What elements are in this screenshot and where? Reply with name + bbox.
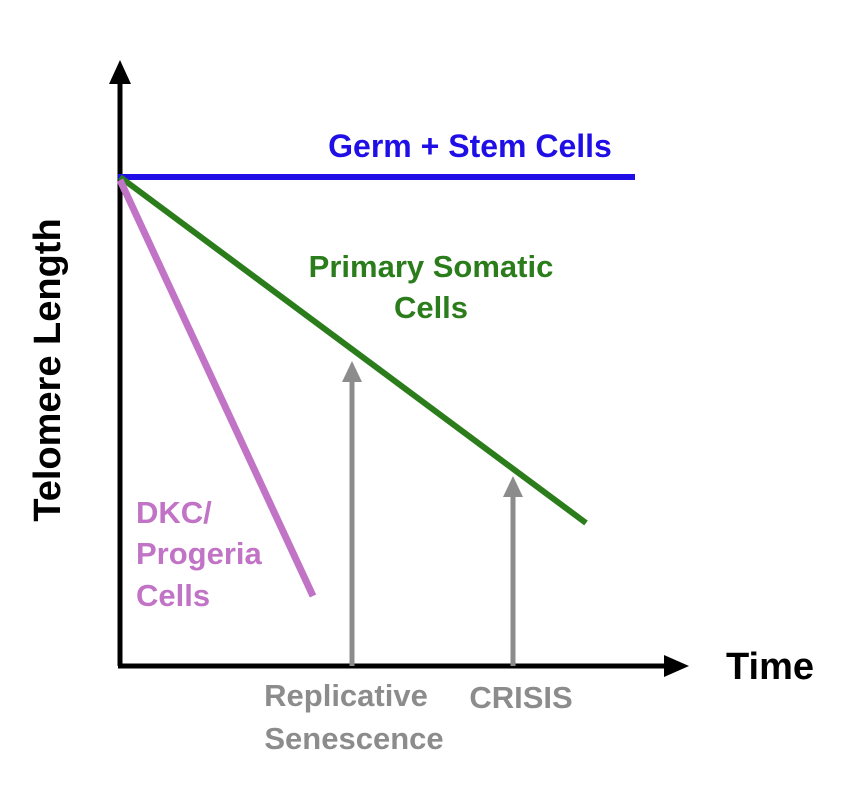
y-axis-label: Telomere Length [27, 218, 69, 521]
replicative-senescence-label-line1: Replicative [264, 678, 428, 713]
dkc-progeria-cells-label-line2: Progeria [136, 536, 263, 571]
primary-somatic-cells-line [118, 174, 588, 526]
y-axis-arrowhead [109, 60, 131, 84]
primary-somatic-cells-label-line2: Cells [394, 290, 468, 325]
x-axis-label: Time [726, 646, 814, 688]
crisis-label: CRISIS [469, 680, 572, 715]
crisis-arrow [503, 476, 523, 666]
germ-stem-cells-label: Germ + Stem Cells [328, 128, 612, 164]
replicative-senescence-arrow [342, 361, 362, 666]
dkc-progeria-cells-line [116, 178, 317, 598]
primary-somatic-cells-label-line1: Primary Somatic [309, 249, 554, 284]
dkc-progeria-cells-label-line3: Cells [136, 578, 210, 613]
replicative-senescence-label-line2: Senescence [264, 721, 443, 756]
x-axis-arrowhead [664, 655, 689, 677]
dkc-progeria-cells-label-line1: DKC/ [136, 495, 212, 530]
